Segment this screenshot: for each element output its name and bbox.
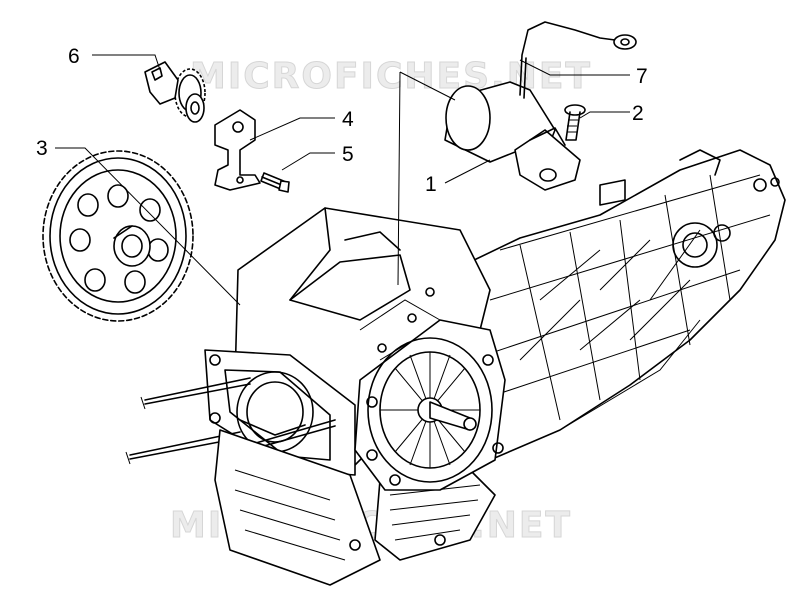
watermark-top: MICROFICHES.NET: [190, 56, 592, 97]
callout-6: 6: [68, 45, 80, 68]
callout-4: 4: [342, 108, 354, 131]
part-3-gear: [42, 150, 194, 322]
callout-5: 5: [342, 143, 354, 166]
part-7-cable: [519, 21, 637, 99]
callout-3: 3: [36, 137, 48, 160]
part-2-bolt: [564, 104, 586, 141]
leader-lines: [55, 54, 630, 306]
callout-1: 1: [425, 173, 437, 196]
crankcase: [125, 149, 786, 586]
callout-7: 7: [636, 65, 648, 88]
part-1-starter-motor: [444, 81, 581, 191]
callout-labels: 1 2 3 4 5 6 7: [36, 45, 648, 196]
callout-2: 2: [632, 102, 644, 125]
part-4-bracket: [214, 109, 261, 191]
part-6-gear-assembly: [144, 61, 206, 123]
part-5-screw: [260, 172, 290, 193]
